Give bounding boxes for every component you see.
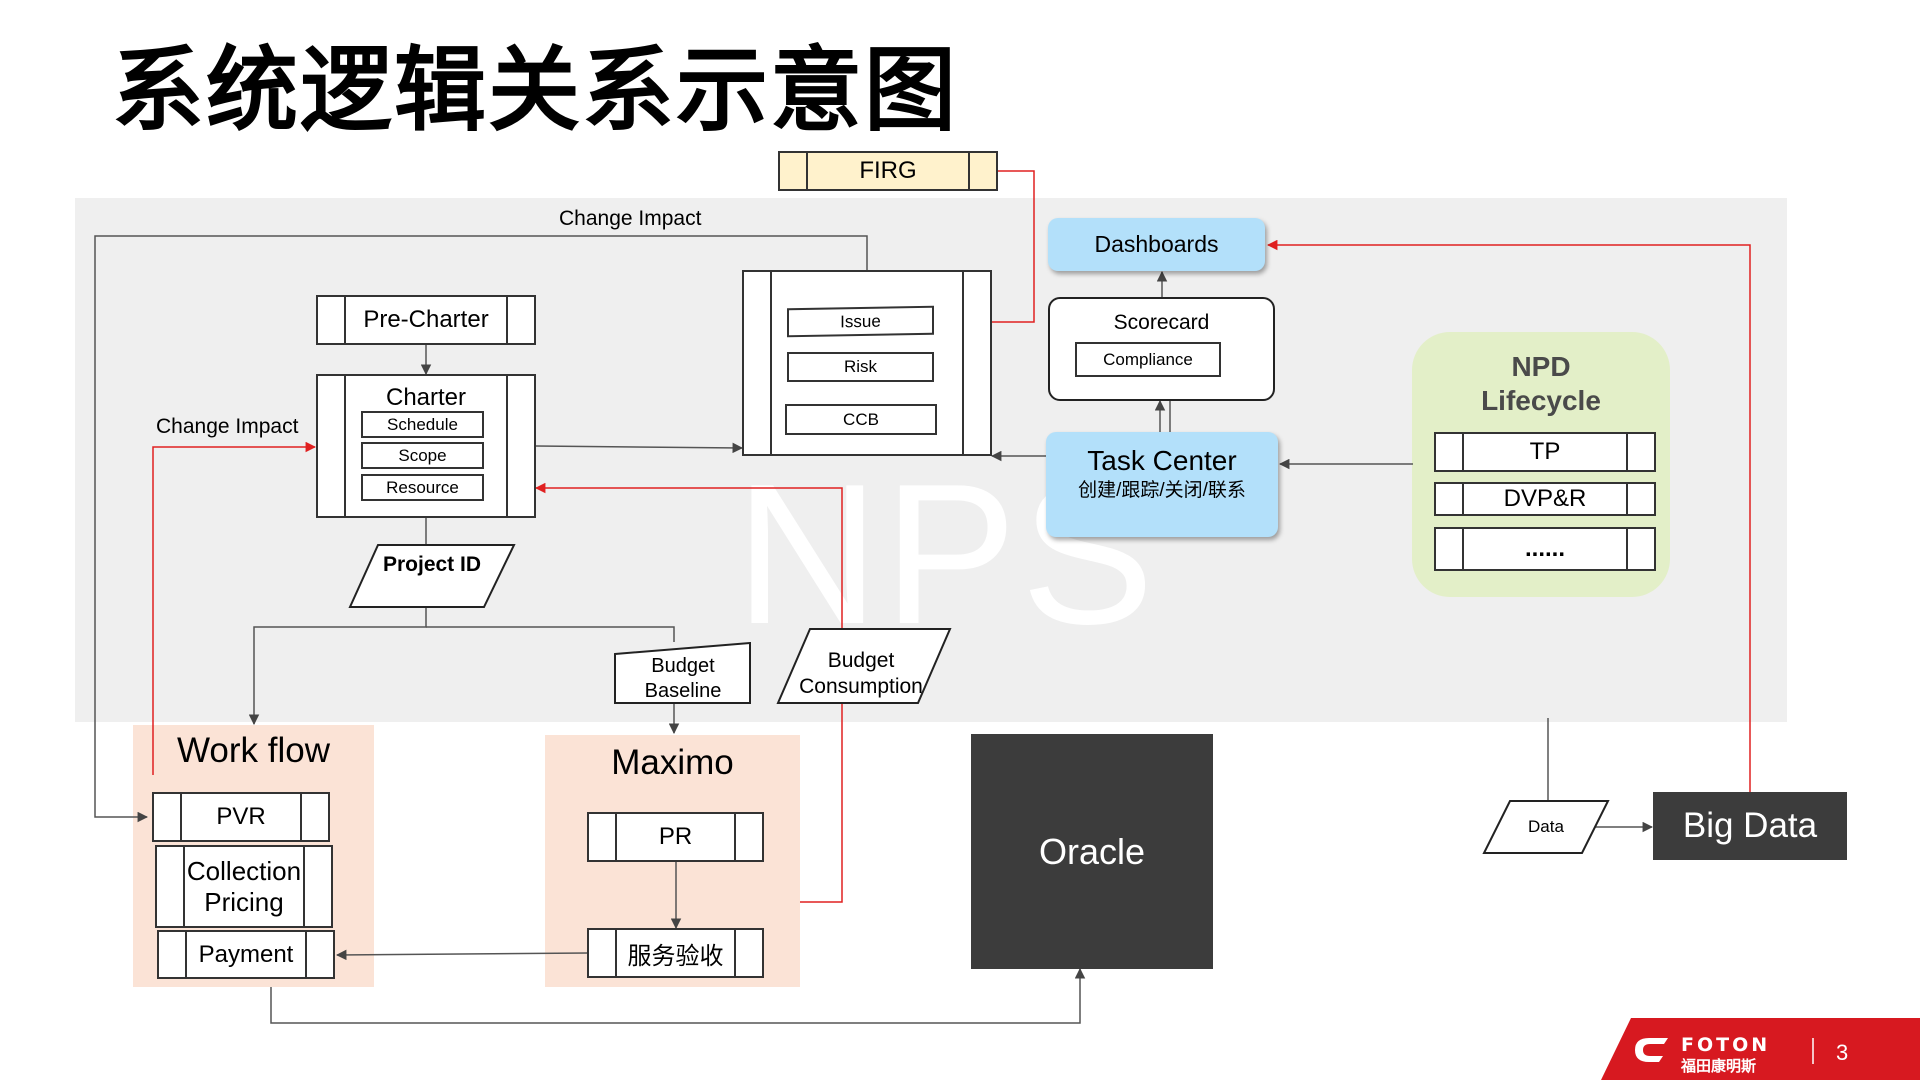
npd-tp-box: TP bbox=[1434, 432, 1656, 472]
npd-title-line2: Lifecycle bbox=[1481, 385, 1601, 417]
page-number: 3 bbox=[1836, 1040, 1849, 1065]
task-center-subtitle: 创建/跟踪/关闭/联系 bbox=[1078, 479, 1246, 501]
svg-text:FOTON: FOTON bbox=[1681, 1034, 1770, 1056]
npd-dvpr-label: DVP&R bbox=[1503, 485, 1587, 512]
change-impact-top-line bbox=[94, 235, 868, 823]
npd-title: NPD Lifecycle bbox=[1412, 350, 1670, 418]
slide-title: 系统逻辑关系示意图 bbox=[112, 37, 959, 144]
ccb-box: CCB bbox=[785, 404, 937, 435]
firg-label: FIRG bbox=[859, 157, 917, 184]
task-center-box: Task Center 创建/跟踪/关闭/联系 bbox=[1046, 432, 1278, 537]
npd-dvpr-box: DVP&R bbox=[1434, 482, 1656, 516]
charter-issue-arrow bbox=[535, 442, 744, 454]
acceptance-label: 服务验收 bbox=[627, 942, 724, 970]
pvr-label: PVR bbox=[216, 803, 266, 830]
npd-title-line1: NPD bbox=[1511, 351, 1571, 382]
oracle-label: Oracle bbox=[1038, 830, 1146, 872]
project-id-label: Project ID bbox=[382, 553, 482, 576]
compliance-label: Compliance bbox=[1103, 349, 1193, 369]
cummins-logo-icon: FOTON 福田康明斯 bbox=[1601, 1018, 1920, 1080]
data-shape bbox=[1482, 800, 1610, 854]
compliance-box: Compliance bbox=[1075, 342, 1221, 377]
budget-consumption-shape bbox=[776, 628, 952, 704]
change-impact-left-label: Change Impact bbox=[156, 415, 299, 438]
scope-box: Scope bbox=[361, 442, 484, 469]
payment-label: Payment bbox=[198, 940, 294, 968]
npd-tp-label: TP bbox=[1529, 438, 1561, 465]
projectid-workflow-arrow bbox=[248, 606, 427, 726]
pr-label: PR bbox=[658, 823, 693, 850]
big-data-box: Big Data bbox=[1653, 792, 1847, 860]
issue-box: Issue bbox=[787, 305, 934, 338]
data-label: Data bbox=[1528, 817, 1564, 836]
resource-label: Resource bbox=[386, 477, 459, 497]
resource-box: Resource bbox=[361, 474, 484, 501]
issue-label: Issue bbox=[840, 311, 881, 331]
schedule-label: Schedule bbox=[387, 414, 458, 434]
dashboards-box: Dashboards bbox=[1048, 218, 1265, 271]
svg-text:福田康明斯: 福田康明斯 bbox=[1680, 1057, 1756, 1075]
payment-box: Payment bbox=[157, 930, 335, 979]
pvr-box: PVR bbox=[152, 792, 330, 842]
ccb-label: CCB bbox=[843, 409, 879, 429]
workflow-oracle-arrow bbox=[270, 967, 1086, 1024]
collection-pricing-label: Collection Pricing bbox=[186, 855, 302, 917]
risk-box: Risk bbox=[787, 352, 934, 382]
change-impact-top-label: Change Impact bbox=[559, 207, 702, 230]
acceptance-payment-arrow bbox=[335, 949, 589, 961]
pr-box: PR bbox=[587, 812, 764, 862]
budget-baseline-shape bbox=[614, 642, 751, 704]
projectid-budget-line bbox=[426, 626, 675, 642]
firg-box: FIRG bbox=[778, 151, 998, 191]
budget-baseline-label: Budget Baseline bbox=[644, 655, 722, 702]
scope-label: Scope bbox=[398, 445, 447, 465]
pre-charter-box: Pre-Charter bbox=[316, 295, 536, 345]
dashboards-label: Dashboards bbox=[1094, 231, 1219, 257]
pre-charter-label: Pre-Charter bbox=[363, 306, 489, 333]
maximo-title: Maximo bbox=[611, 743, 734, 782]
schedule-box: Schedule bbox=[361, 411, 484, 438]
project-id-shape bbox=[348, 544, 516, 608]
change-impact-left-arrow bbox=[152, 441, 317, 775]
acceptance-box: 服务验收 bbox=[587, 928, 764, 978]
task-center-title: Task Center bbox=[1087, 445, 1237, 476]
budget-consumption-label: Budget Consumption bbox=[799, 649, 923, 699]
bigdata-dashboards-arrow bbox=[1266, 239, 1751, 792]
workflow-title: Work flow bbox=[177, 731, 330, 770]
oracle-box: Oracle bbox=[971, 734, 1213, 969]
charter-title: Charter bbox=[385, 384, 467, 411]
npd-more-box: ...... bbox=[1434, 527, 1656, 571]
big-data-label: Big Data bbox=[1682, 806, 1818, 845]
npd-more-label: ...... bbox=[1524, 535, 1565, 562]
collection-pricing-box: Collection Pricing bbox=[155, 845, 333, 928]
risk-label: Risk bbox=[843, 357, 878, 376]
scorecard-title: Scorecard bbox=[1113, 311, 1210, 334]
